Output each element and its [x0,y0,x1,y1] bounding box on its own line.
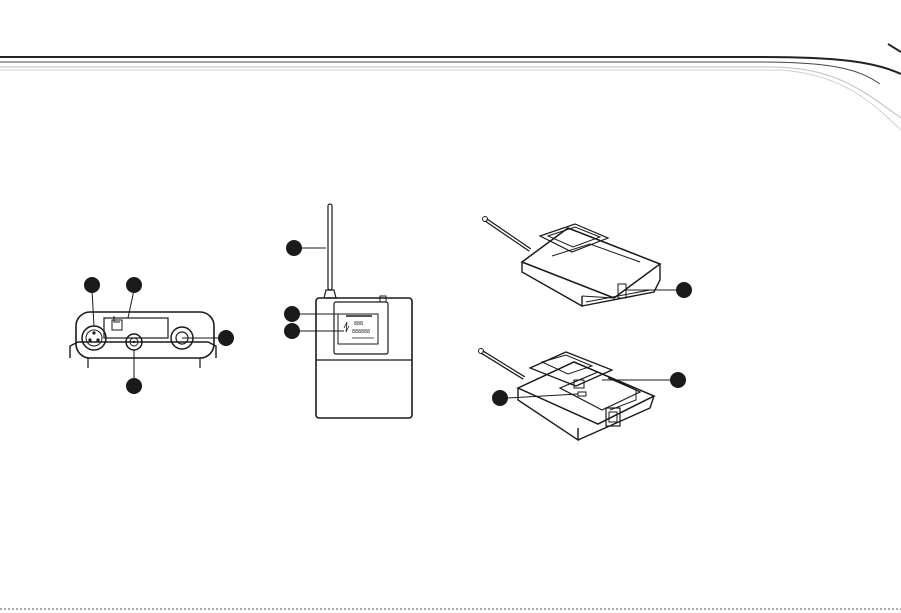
callout-marker [126,277,142,293]
figure-front-view: 888 888888 [284,204,412,418]
figure-closed-isometric [483,217,693,307]
callout-marker [284,306,300,322]
xlr-connector-icon [82,326,106,350]
callout-marker [218,330,234,346]
lcd-row-1: 888 [354,321,363,327]
callout-marker [286,240,302,256]
header-decoration [0,44,901,130]
callout-marker [284,323,300,339]
callout-marker [492,390,508,406]
callout-marker [670,372,686,388]
figure-top-view [70,277,234,394]
antenna [324,204,336,298]
callout-marker [84,277,100,293]
callout-marker [126,378,142,394]
lcd-row-2: 888888 [352,329,370,335]
callout-marker [676,282,692,298]
figure-open-isometric [479,349,687,441]
